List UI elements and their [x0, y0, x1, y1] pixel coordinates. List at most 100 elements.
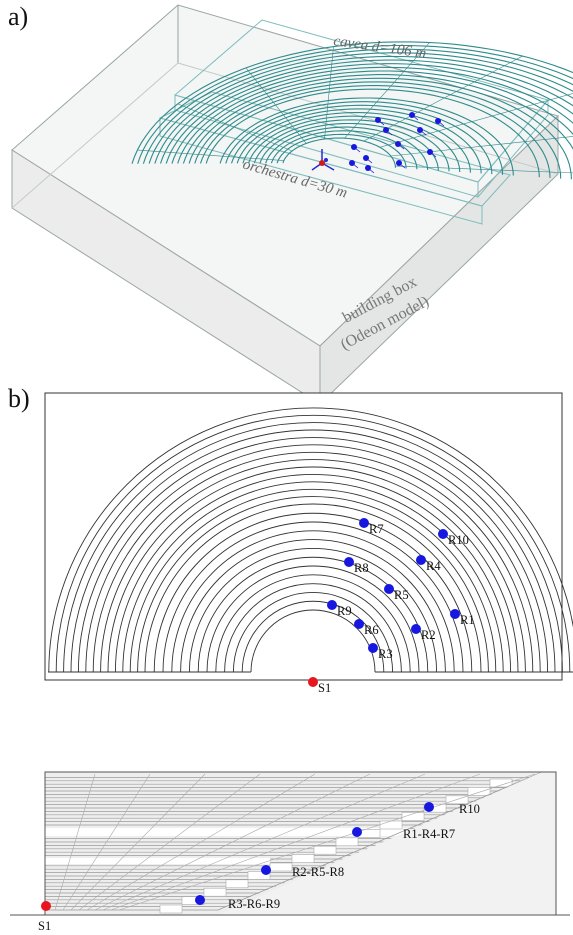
cavea-ring	[248, 115, 461, 173]
cavea-stair-line	[324, 46, 334, 140]
cavea-ring	[159, 59, 573, 164]
cavea-ring	[219, 97, 514, 176]
receiver-3d-stem	[365, 157, 373, 164]
plan-arc	[70, 429, 556, 673]
plan-arc	[241, 600, 385, 673]
plan-receiver-label-r8: R8	[354, 561, 369, 575]
section-step	[159, 904, 183, 914]
section-stair-line	[54, 773, 96, 911]
section-step	[489, 778, 513, 788]
plan-receiver-r6	[354, 619, 364, 629]
cavea-stair-line	[363, 55, 524, 142]
plan-arc	[144, 503, 482, 673]
section-receiver-label: R10	[459, 802, 480, 816]
plan-arc	[197, 556, 429, 673]
panel-b-label: b)	[8, 384, 30, 413]
cavea-ring	[194, 81, 562, 179]
section-receiver-label: R3-R6-R9	[228, 897, 280, 911]
cavea-ring	[259, 122, 439, 171]
panel-a-model: cavea d=106 m orchestra d=30 m building …	[11, 4, 573, 406]
section-stair-line	[86, 773, 316, 911]
plan-receiver-r3	[368, 643, 378, 653]
cavea-seating	[131, 41, 573, 180]
section-view: R3-R6-R9 R2-R5-R8 R1-R4-R7 R10 S1	[10, 771, 570, 933]
cavea-ring	[165, 63, 573, 164]
cavea-ring	[148, 52, 573, 164]
section-source-point	[41, 901, 51, 911]
plan-arc	[224, 583, 402, 673]
receiver-3d-stem	[353, 146, 361, 153]
section-seating	[45, 771, 556, 915]
cavea-ring	[205, 88, 540, 178]
plan-receiver-r7	[359, 518, 369, 528]
plan-arc	[107, 466, 519, 673]
plan-arc	[215, 574, 411, 673]
receiver-3d-stem	[437, 120, 445, 127]
section-step	[379, 820, 403, 830]
plan-seating-arcs	[48, 407, 573, 673]
plan-arc	[92, 451, 534, 673]
section-step	[247, 871, 271, 880]
cavea-ring	[242, 112, 471, 173]
section-step	[269, 862, 293, 872]
cavea-ring	[177, 70, 573, 164]
section-step	[225, 879, 249, 889]
section-stair-line	[110, 773, 481, 911]
receiver-3d-stem	[377, 119, 385, 126]
cavea-stair-line	[137, 149, 285, 161]
plan-receiver-label-r2: R2	[421, 628, 436, 642]
plan-receiver-r5	[384, 584, 394, 594]
plan-arc	[48, 407, 573, 673]
cavea-ring	[253, 119, 450, 172]
section-step	[335, 837, 359, 847]
section-walkway	[45, 858, 270, 864]
section-step	[401, 812, 425, 821]
section-step	[291, 854, 315, 863]
section-receiver-label: R2-R5-R8	[292, 865, 344, 879]
plan-receiver-label-r9: R9	[337, 604, 352, 618]
cavea-ring	[276, 133, 407, 169]
cavea-ring	[182, 74, 573, 164]
section-source-label: S1	[38, 919, 51, 933]
cavea-ring	[171, 66, 573, 164]
plan-arc	[137, 496, 489, 673]
section-stair-line	[118, 773, 536, 911]
cavea-ring	[154, 55, 573, 164]
section-empty-area	[218, 772, 556, 915]
panel-a-label: a)	[8, 2, 29, 31]
cavea-ring	[236, 108, 482, 174]
plan-arc	[162, 521, 464, 673]
cavea-ring	[137, 44, 573, 164]
cavea-stair-line	[379, 93, 573, 148]
receiver-3d-stem	[397, 143, 405, 150]
plan-arc	[77, 436, 549, 673]
section-step	[467, 787, 491, 796]
plan-arc	[232, 591, 394, 673]
plan-arc	[100, 459, 526, 673]
section-receiver-label: R1-R4-R7	[403, 827, 455, 841]
receiver-3d-stem	[351, 162, 359, 169]
plan-source-label: S1	[318, 681, 331, 695]
section-step	[203, 887, 227, 897]
section-stair-line	[78, 773, 261, 911]
section-receiver-point	[261, 865, 271, 875]
section-step	[423, 803, 447, 813]
receiver-3d-stem	[429, 151, 437, 158]
cavea-stair-line	[177, 103, 293, 152]
cavea-ring	[142, 48, 573, 164]
receiver-3d-stem	[367, 167, 375, 174]
plan-receiver-label-r7: R7	[369, 522, 384, 536]
receiver-3d-stem	[419, 129, 427, 136]
cavea-stair-line	[245, 67, 307, 144]
plan-receiver-label-r5: R5	[394, 588, 409, 602]
plan-arc	[180, 539, 446, 673]
plan-receiver-r9	[327, 600, 337, 610]
receivers-3d	[349, 112, 445, 174]
cavea-ring	[131, 41, 573, 164]
plan-receiver-r10	[438, 529, 448, 539]
plan-receiver-r2	[411, 624, 421, 634]
section-stair-line	[94, 773, 371, 911]
